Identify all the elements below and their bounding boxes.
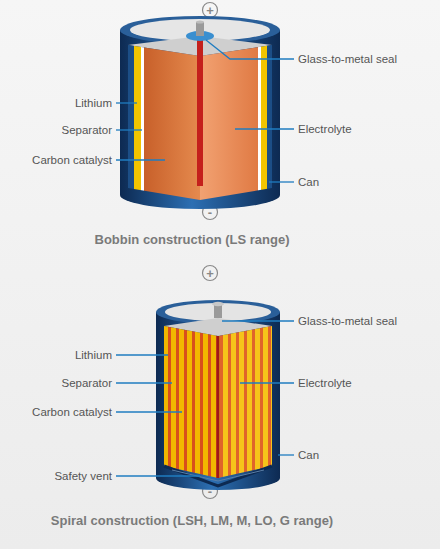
part-label: Carbon catalyst [32, 405, 112, 419]
figure-caption: Spiral construction (LSH, LM, M, LO, G r… [51, 513, 333, 529]
part-label: Lithium [75, 348, 112, 362]
figure-caption: Bobbin construction (LS range) [95, 232, 290, 248]
part-label: Glass-to-metal seal [298, 52, 397, 66]
part-label: Electrolyte [298, 376, 352, 390]
part-label: Lithium [75, 96, 112, 110]
part-label: Carbon catalyst [32, 153, 112, 167]
part-label: Glass-to-metal seal [298, 314, 397, 328]
part-label: Can [298, 175, 319, 189]
terminal-sign: - [208, 206, 212, 219]
part-label: Separator [61, 123, 112, 137]
part-label: Separator [61, 376, 112, 390]
part-label: Electrolyte [298, 122, 352, 136]
part-label: Can [298, 448, 319, 462]
part-label: Safety vent [54, 469, 112, 483]
terminal-sign: + [206, 267, 214, 280]
terminal-sign: - [208, 485, 212, 498]
leader-lines [116, 40, 294, 476]
terminal-sign: + [206, 4, 214, 17]
